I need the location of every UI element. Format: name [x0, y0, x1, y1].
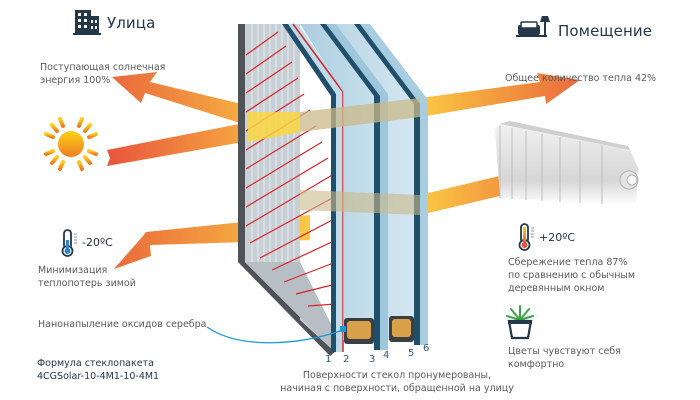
surfaces-caption: Поверхности стекол пронумерованы, начина…: [272, 369, 522, 395]
heat-saving-label: Сбережение тепла 87% по сравнению с обыч…: [508, 256, 635, 295]
building-icon: [73, 10, 101, 35]
formula-label: Формула стеклопакета 4CGSolar-10-4M1-10-…: [37, 357, 159, 383]
heat-loss-label: Минимизация теплопотерь зимой: [38, 264, 136, 290]
surface-number-3: 3: [369, 354, 375, 365]
heat-saving-label-line-2: по сравнению с обычным: [508, 270, 636, 281]
surfaces-caption-line-1: Поверхности стекол пронумерованы,: [302, 370, 492, 381]
window-cross-section: 1 2 3 4 5 6: [238, 23, 429, 365]
coating-pointer-line: [206, 326, 344, 344]
surface-number-5: 5: [408, 348, 414, 359]
surface-number-6: 6: [423, 343, 429, 354]
surface-number-1: 1: [325, 354, 331, 365]
inside-heading: Помещение: [558, 22, 653, 40]
solar-energy-label-line-1: Поступающая солнечная: [40, 62, 166, 73]
thermometer-warm-icon: [518, 223, 534, 251]
outside-temp: -20ºC: [82, 236, 113, 249]
arrow-heat-total: [420, 73, 580, 117]
coating-label: Нанонапыление оксидов серебра: [38, 319, 207, 330]
surfaces-caption-line-2: начиная с поверхности, обращенной на ули…: [280, 383, 514, 394]
spacer-2: [389, 316, 414, 342]
outside-heading: Улица: [107, 14, 156, 32]
surface-number-2: 2: [343, 354, 349, 365]
solar-energy-label-line-2: энергия 100%: [40, 75, 111, 86]
thermometer-cold-icon: [61, 229, 77, 257]
plant-label: Цветы чувствуют себя комфортно: [508, 345, 621, 371]
sofa-lamp-icon: [516, 16, 550, 37]
inside-temp: +20ºC: [539, 231, 576, 244]
plant-label-line-2: комфортно: [508, 359, 565, 370]
heat-saving-label-line-3: деревянным окном: [508, 283, 605, 294]
potted-plant-icon: [506, 305, 534, 340]
formula-label-title: Формула стеклопакета: [37, 358, 154, 369]
heat-total-label: Общее количество тепла 42%: [505, 73, 657, 84]
solar-energy-label: Поступающая солнечная энергия 100%: [40, 61, 165, 87]
plant-label-line-1: Цветы чувствуют себя: [508, 346, 621, 357]
heat-loss-label-line-1: Минимизация: [38, 265, 108, 276]
sun-icon: [41, 114, 101, 174]
heat-saving-label-line-1: Сбережение тепла 87%: [508, 257, 628, 268]
formula-label-value: 4CGSolar-10-4M1-10-4M1: [37, 371, 160, 382]
coating-pointer-dot: [340, 326, 346, 332]
surface-number-4: 4: [383, 350, 389, 361]
radiator-icon: [495, 121, 639, 205]
heat-loss-label-line-2: теплопотерь зимой: [38, 278, 136, 289]
spacer-1: [344, 318, 374, 344]
